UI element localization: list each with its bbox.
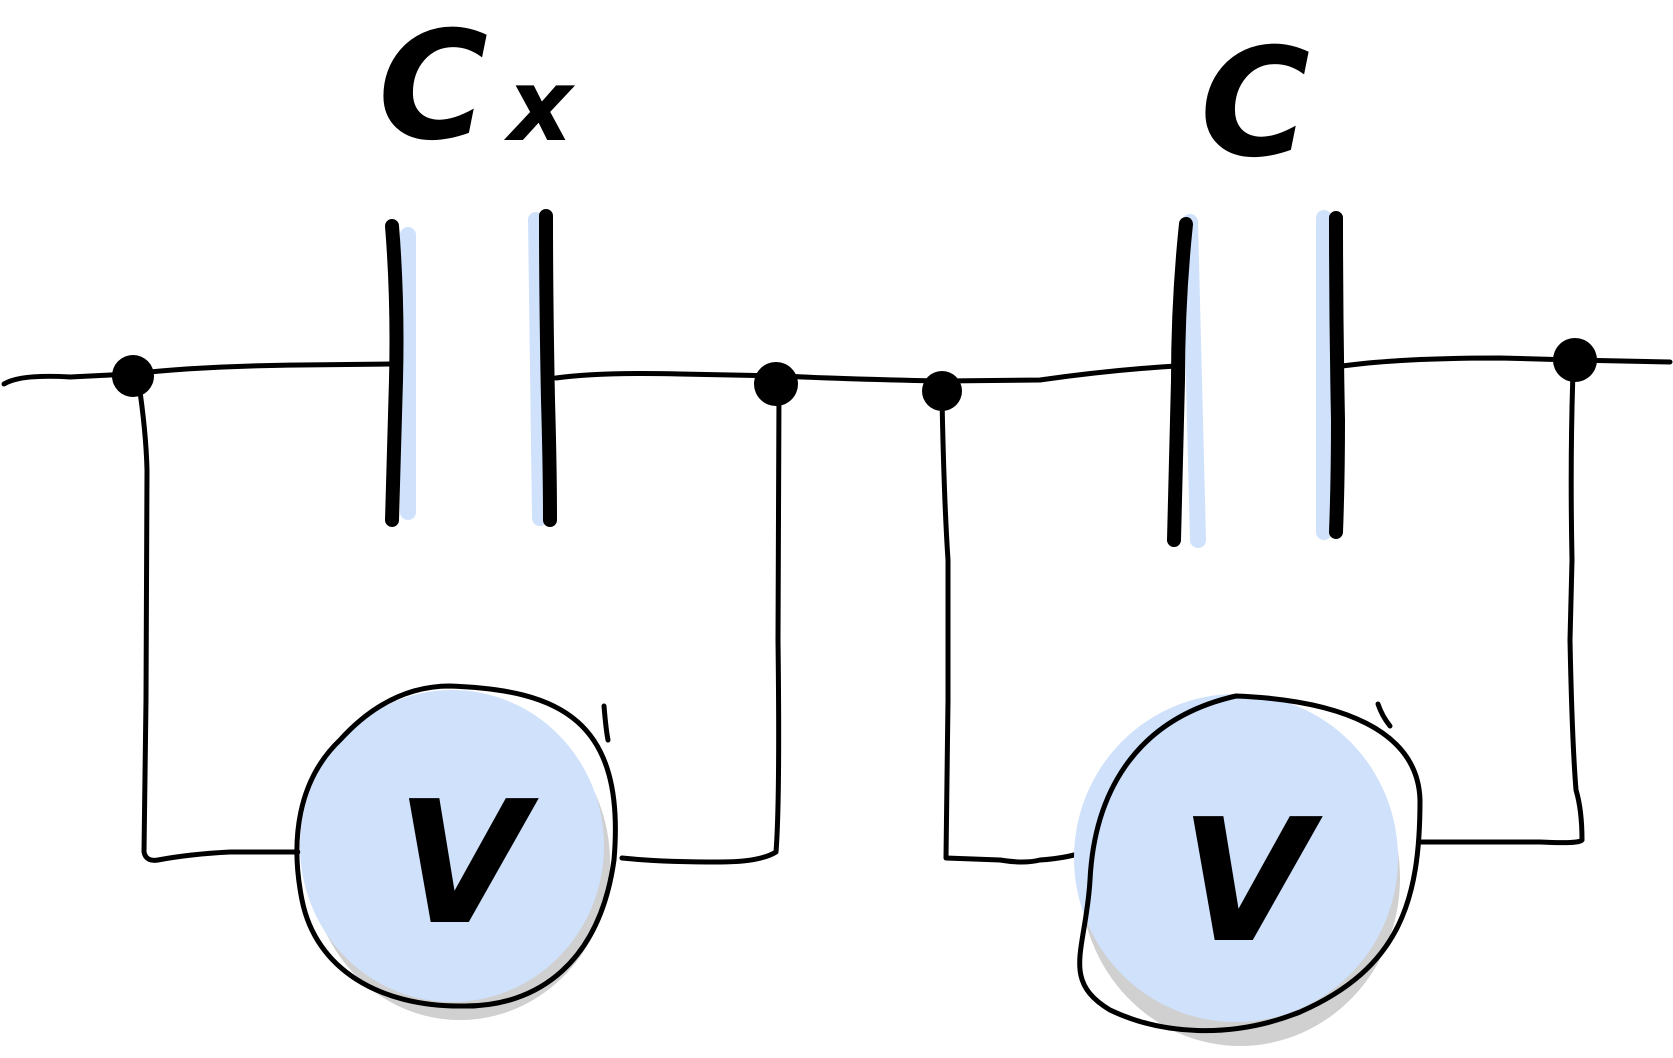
wire-c-to-node4 xyxy=(1339,355,1576,369)
wire-cx-to-node2 xyxy=(553,371,785,381)
capacitor-label-cx-main: C xyxy=(378,0,488,174)
junction-nodes xyxy=(112,338,1597,411)
capacitor-label-cx: C x xyxy=(378,0,576,174)
wire-node2-to-node3 xyxy=(779,373,945,384)
wire-node3-to-c xyxy=(939,363,1179,384)
wire-node1-down xyxy=(135,375,301,863)
voltmeter-left-fill xyxy=(300,690,604,1002)
voltmeter-right-tick xyxy=(1375,701,1393,729)
capacitor-c xyxy=(1167,210,1346,548)
wire-input-lead xyxy=(1,371,133,387)
voltmeter-left: V xyxy=(294,683,618,1020)
capacitor-cx xyxy=(385,209,557,527)
wire-node4-down xyxy=(1417,369,1585,846)
capacitor-label-c-main: C xyxy=(1200,17,1310,191)
junction-node-2 xyxy=(754,362,798,406)
voltmeter-right-leads xyxy=(939,369,1585,865)
junction-node-1 xyxy=(112,355,154,397)
junction-node-4 xyxy=(1553,338,1597,382)
voltmeter-right-outline xyxy=(1077,693,1423,1034)
wire-node2-down xyxy=(619,385,782,865)
voltmeter-left-tick xyxy=(601,703,611,743)
wire-node3-down xyxy=(939,395,1093,865)
junction-node-3 xyxy=(922,371,962,411)
capacitor-c-right-plate xyxy=(1329,211,1346,539)
main-wire xyxy=(1,355,1673,387)
capacitor-c-left-plate xyxy=(1167,217,1193,547)
voltmeter-right-label: V xyxy=(1180,783,1323,981)
capacitor-label-c: C xyxy=(1200,17,1310,191)
voltmeter-right-fill xyxy=(1074,694,1398,1022)
voltmeter-left-outline xyxy=(294,683,618,1009)
voltmeter-right: V xyxy=(1074,693,1423,1046)
capacitor-cx-left-plate xyxy=(385,219,404,527)
capacitor-label-cx-subscript: x xyxy=(503,47,576,164)
capacitor-cx-right-plate-shadow xyxy=(528,212,548,526)
capacitor-c-left-plate-shadow xyxy=(1182,214,1206,548)
capacitor-cx-right-plate xyxy=(539,209,557,527)
voltmeter-left-leads xyxy=(135,375,782,865)
voltmeter-left-label: V xyxy=(396,765,539,963)
wire-node1-to-cx xyxy=(127,361,393,377)
